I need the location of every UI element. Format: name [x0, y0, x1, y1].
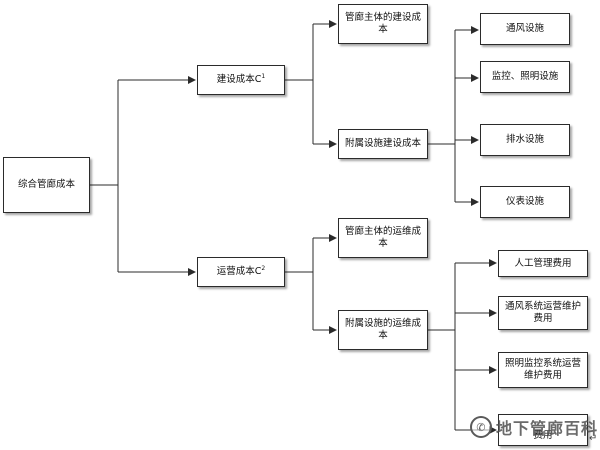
operation-cost-label: 运营成本C2	[216, 264, 266, 277]
operation-auxiliary-node: 附属设施的运维成本	[338, 310, 428, 350]
facility-drainage-label: 排水设施	[505, 134, 544, 145]
construction-main-body-label: 管廊主体的建设成本	[344, 12, 421, 35]
facility-instrument-node: 仪表设施	[480, 186, 570, 218]
cost-lighting-om-node: 照明监控系统运营维护费用	[498, 352, 588, 388]
operation-cost-node: 运营成本C2	[197, 257, 285, 287]
facility-ventilation-node: 通风设施	[480, 13, 570, 45]
cost-ventilation-om-label: 通风系统运营维护费用	[504, 301, 581, 324]
facility-instrument-label: 仪表设施	[505, 196, 544, 207]
cost-lighting-om-label: 照明监控系统运营维护费用	[504, 358, 581, 381]
cost-labor-label: 人工管理费用	[514, 257, 572, 269]
operation-auxiliary-label: 附属设施的运维成本	[344, 318, 421, 341]
facility-ventilation-label: 通风设施	[505, 23, 544, 34]
cost-last-label: 费用	[533, 430, 553, 441]
paragraph-return-icon: ↵	[589, 433, 598, 444]
cost-labor-node: 人工管理费用	[498, 250, 588, 277]
construction-cost-node: 建设成本C1	[197, 65, 285, 95]
construction-cost-label: 建设成本C1	[216, 72, 266, 85]
root-label: 综合管廊成本	[17, 179, 75, 190]
operation-main-body-label: 管廊主体的运维成本	[344, 226, 421, 249]
facility-drainage-node: 排水设施	[480, 124, 570, 156]
operation-main-body-node: 管廊主体的运维成本	[338, 218, 428, 258]
construction-main-body-node: 管廊主体的建设成本	[338, 4, 428, 44]
construction-auxiliary-node: 附属设施建设成本	[338, 129, 428, 159]
cost-last-node: 费用	[498, 414, 588, 446]
facility-monitoring-node: 监控、照明设施	[480, 61, 570, 93]
cost-ventilation-om-node: 通风系统运营维护费用	[498, 296, 588, 330]
construction-auxiliary-label: 附属设施建设成本	[344, 138, 421, 149]
facility-monitoring-label: 监控、照明设施	[491, 71, 559, 82]
root-node: 综合管廊成本	[3, 157, 90, 213]
